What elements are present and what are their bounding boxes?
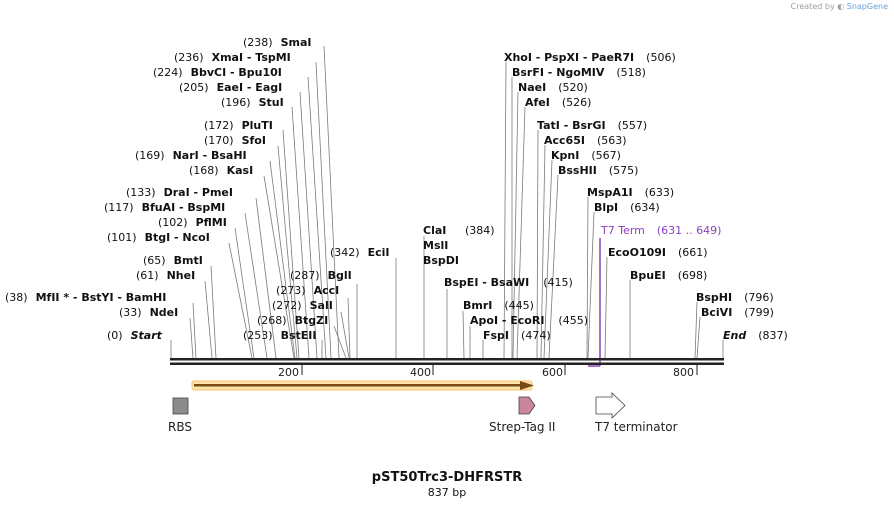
- site-label: KpnI(567): [551, 149, 621, 162]
- site-label-t7-term: T7 Term(631 .. 649): [600, 224, 721, 237]
- site-label: (169)NarI - BsaHI: [135, 149, 247, 162]
- site-label: BsrFI - NgoMIV(518): [512, 66, 646, 79]
- site-label: (33)NdeI: [119, 306, 178, 319]
- site-label: BpuEI(698): [630, 269, 707, 282]
- site-label: ClaI: [423, 224, 446, 237]
- site-label: (170)SfoI: [204, 134, 266, 147]
- feature-rbs: RBS: [168, 397, 192, 434]
- site-label: (102)PflMI: [158, 216, 227, 229]
- snapgene-logo-icon: ◐: [837, 2, 845, 11]
- site-label: MspA1I(633): [587, 186, 674, 199]
- feature-t7-terminator-label: T7 terminator: [594, 420, 678, 434]
- orf-arrow: [191, 380, 534, 391]
- site-label: MslI: [423, 239, 448, 252]
- plasmid-length: 837 bp: [427, 486, 467, 499]
- site-label: (224)BbvCI - Bpu10I: [153, 66, 282, 79]
- site-label: (61)NheI: [136, 269, 195, 282]
- site-labels: (238)SmaI (236)XmaI - TspMI (224)BbvCI -…: [5, 36, 788, 342]
- site-label: (65)BmtI: [143, 254, 203, 267]
- site-label-pos: (384): [465, 224, 495, 237]
- axis-ticks: 200 400 600 800: [278, 365, 698, 379]
- dna-backbone: [170, 358, 724, 365]
- site-label: ApoI - EcoRI(455): [470, 314, 588, 327]
- site-label: (205)EaeI - EagI: [179, 81, 282, 94]
- site-label: NaeI(520): [518, 81, 588, 94]
- site-label: (287)BglI: [290, 269, 352, 282]
- site-label: (38)MfII * - BstYI - BamHI: [5, 291, 166, 304]
- tick-label-600: 600: [542, 366, 563, 379]
- site-label: BlpI(634): [594, 201, 660, 214]
- site-label: BspDI: [423, 254, 459, 267]
- site-label: Acc65I(563): [544, 134, 627, 147]
- site-label-end: End(837): [723, 329, 788, 342]
- site-label: (268)BtgZI: [257, 314, 328, 327]
- site-label: (273)AccI: [276, 284, 339, 297]
- leader-lines: [170, 45, 724, 359]
- tick-label-200: 200: [278, 366, 299, 379]
- site-label-start: (0)Start: [107, 329, 163, 342]
- snapgene-credit: Created by ◐ SnapGene: [791, 2, 888, 11]
- site-label: (168)KasI: [189, 164, 253, 177]
- site-label: (236)XmaI - TspMI: [174, 51, 291, 64]
- site-label: BspHI(796): [696, 291, 774, 304]
- feature-strep-tag-label: Strep-Tag II: [489, 420, 555, 434]
- feature-t7-terminator: T7 terminator: [594, 392, 678, 434]
- site-label: (117)BfuAI - BspMI: [104, 201, 225, 214]
- site-label: BspEI - BsaWI(415): [444, 276, 573, 289]
- feature-strep-tag: Strep-Tag II: [489, 396, 555, 434]
- site-label: TatI - BsrGI(557): [537, 119, 647, 132]
- site-label: (253)BstEII: [243, 329, 316, 342]
- site-label: EcoO109I(661): [608, 246, 708, 259]
- site-label: BmrI(445): [463, 299, 534, 312]
- site-label: XhoI - PspXI - PaeR7I(506): [504, 51, 676, 64]
- site-label: (101)BtgI - NcoI: [107, 231, 210, 244]
- site-label: BssHII(575): [558, 164, 638, 177]
- site-label: (272)SalI: [272, 299, 333, 312]
- site-label: (172)PluTI: [204, 119, 273, 132]
- tick-label-400: 400: [410, 366, 431, 379]
- site-label: FspI(474): [483, 329, 551, 342]
- tick-label-800: 800: [673, 366, 694, 379]
- site-label: (196)StuI: [221, 96, 284, 109]
- plasmid-name: pST50Trc3-DHFRSTR: [371, 470, 523, 485]
- credit-brand: SnapGene: [846, 2, 888, 11]
- site-label: BciVI(799): [701, 306, 774, 319]
- site-label: (238)SmaI: [243, 36, 312, 49]
- site-label: (133)DraI - PmeI: [126, 186, 233, 199]
- feature-rbs-label: RBS: [168, 420, 192, 434]
- credit-text: Created by: [790, 2, 835, 11]
- site-label: AfeI(526): [525, 96, 591, 109]
- site-label: (342)EciI: [330, 246, 390, 259]
- t7-term-marker: [588, 238, 601, 367]
